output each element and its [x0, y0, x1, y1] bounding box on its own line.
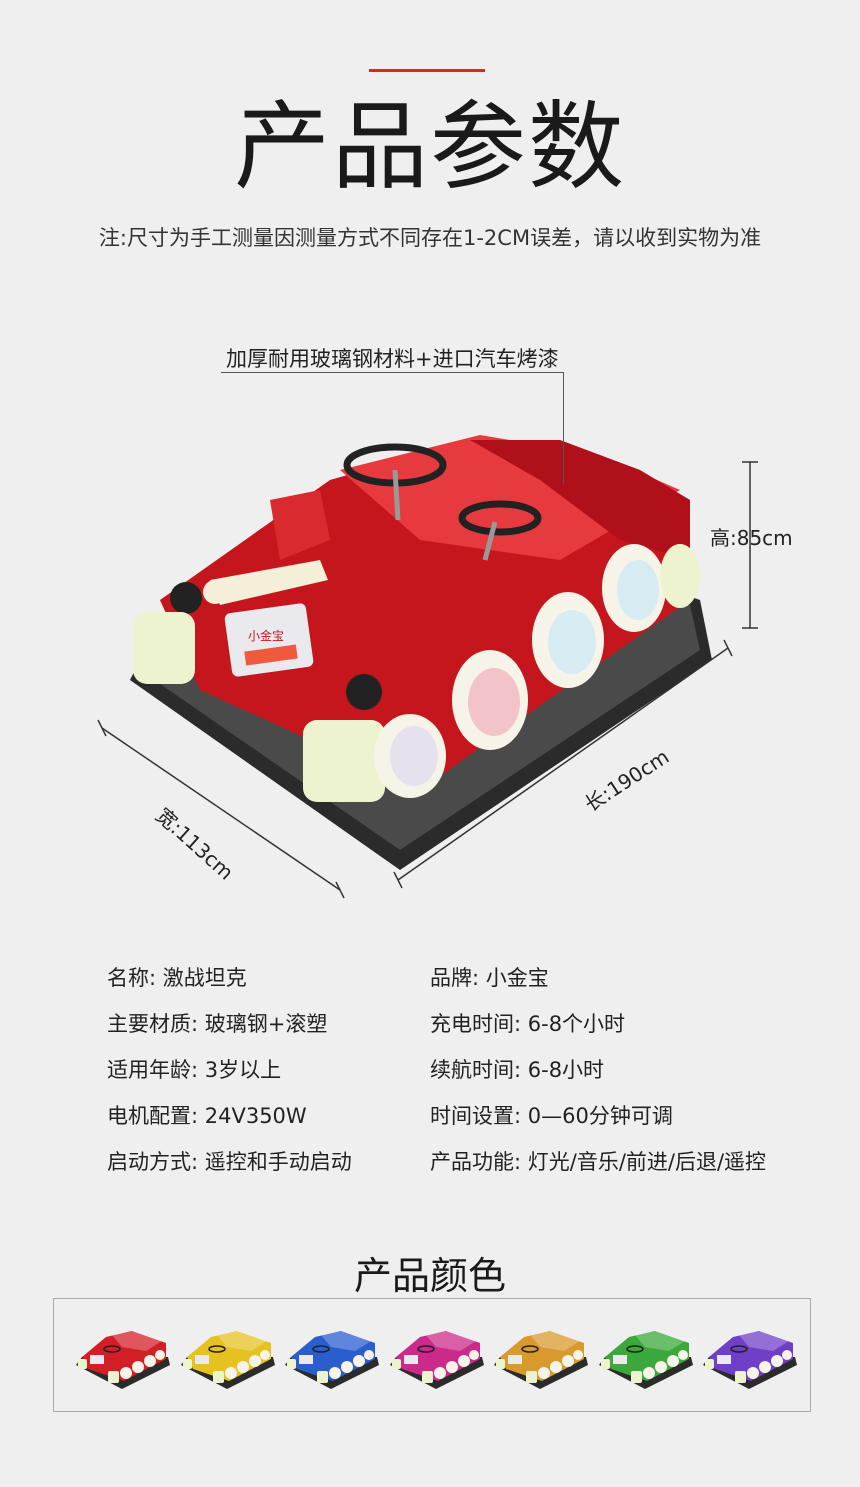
- spec-brand: 品牌: 小金宝: [430, 966, 549, 990]
- color-swatch: [76, 1331, 170, 1389]
- spec-material: 主要材质: 玻璃钢+滚塑: [107, 1012, 328, 1036]
- front-track-left: [133, 612, 195, 684]
- color-swatch: [598, 1331, 693, 1389]
- colors-title: 产品颜色: [353, 1254, 506, 1298]
- spec-functions: 产品功能: 灯光/音乐/前进/后退/遥控: [430, 1150, 767, 1174]
- spec-list-right: 品牌: 小金宝 充电时间: 6-8个小时 续航时间: 6-8小时 时间设置: 0…: [430, 955, 766, 1185]
- page-title: 产品参数: [234, 91, 626, 203]
- spec-name: 名称: 激战坦克: [107, 966, 247, 990]
- spec-start-mode: 启动方式: 遥控和手动启动: [107, 1150, 352, 1174]
- color-swatch: [285, 1331, 379, 1389]
- spec-battery-life: 续航时间: 6-8小时: [430, 1058, 605, 1082]
- color-swatch: [494, 1331, 588, 1389]
- spec-age: 适用年龄: 3岁以上: [107, 1058, 282, 1082]
- front-track-right: [303, 720, 385, 802]
- callout-stem: [563, 372, 564, 484]
- feature-callout: 加厚耐用玻璃钢材料+进口汽车烤漆: [226, 347, 559, 371]
- spec-motor: 电机配置: 24V350W: [107, 1104, 307, 1128]
- color-swatch: [180, 1331, 275, 1389]
- color-swatch: [703, 1331, 797, 1389]
- callout-line: [221, 372, 564, 373]
- spec-timer: 时间设置: 0—60分钟可调: [430, 1104, 673, 1128]
- title-accent-line: [369, 69, 485, 72]
- spec-list-left: 名称: 激战坦克 主要材质: 玻璃钢+滚塑 适用年龄: 3岁以上 电机配置: 2…: [107, 955, 352, 1185]
- product-image: 小金宝: [97, 435, 758, 899]
- side-wheels: [374, 544, 700, 798]
- color-swatch: [389, 1331, 484, 1389]
- cannon: [210, 560, 328, 605]
- measurement-note: 注:尺寸为手工测量因测量方式不同存在1-2CM误差，请以收到实物为准: [98, 226, 762, 250]
- height-label: 高:85cm: [710, 526, 793, 550]
- color-swatches: [53, 1298, 811, 1412]
- spec-charge-time: 充电时间: 6-8个小时: [430, 1012, 626, 1036]
- plate-text: 小金宝: [248, 628, 284, 643]
